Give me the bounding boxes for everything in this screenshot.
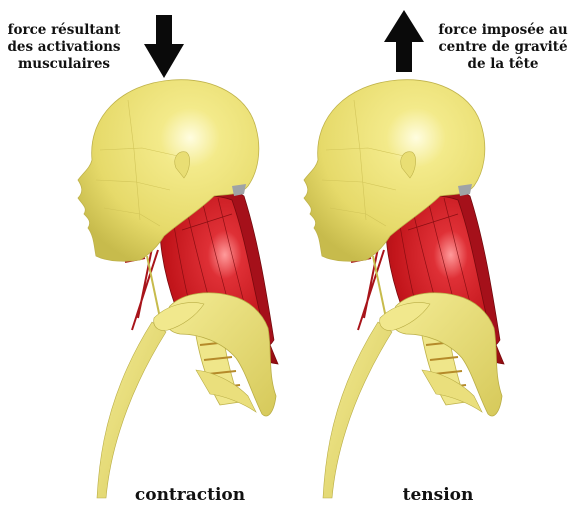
caption-tension: tension bbox=[358, 485, 518, 505]
right-annotation-line-2: centre de gravité bbox=[438, 39, 568, 56]
right-annotation-line-3: de la tête bbox=[438, 56, 568, 73]
up-arrow-icon bbox=[384, 10, 424, 72]
right-neck-model bbox=[304, 80, 504, 498]
left-annotation-line-2: des activations bbox=[6, 39, 122, 56]
left-annotation-line-3: musculaires bbox=[6, 56, 122, 73]
right-annotation-line-1: force imposée au bbox=[438, 22, 568, 39]
left-neck-model bbox=[78, 80, 278, 498]
caption-contraction: contraction bbox=[110, 485, 270, 505]
left-annotation-line-1: force résultant bbox=[6, 22, 122, 39]
down-arrow-icon bbox=[144, 15, 184, 78]
